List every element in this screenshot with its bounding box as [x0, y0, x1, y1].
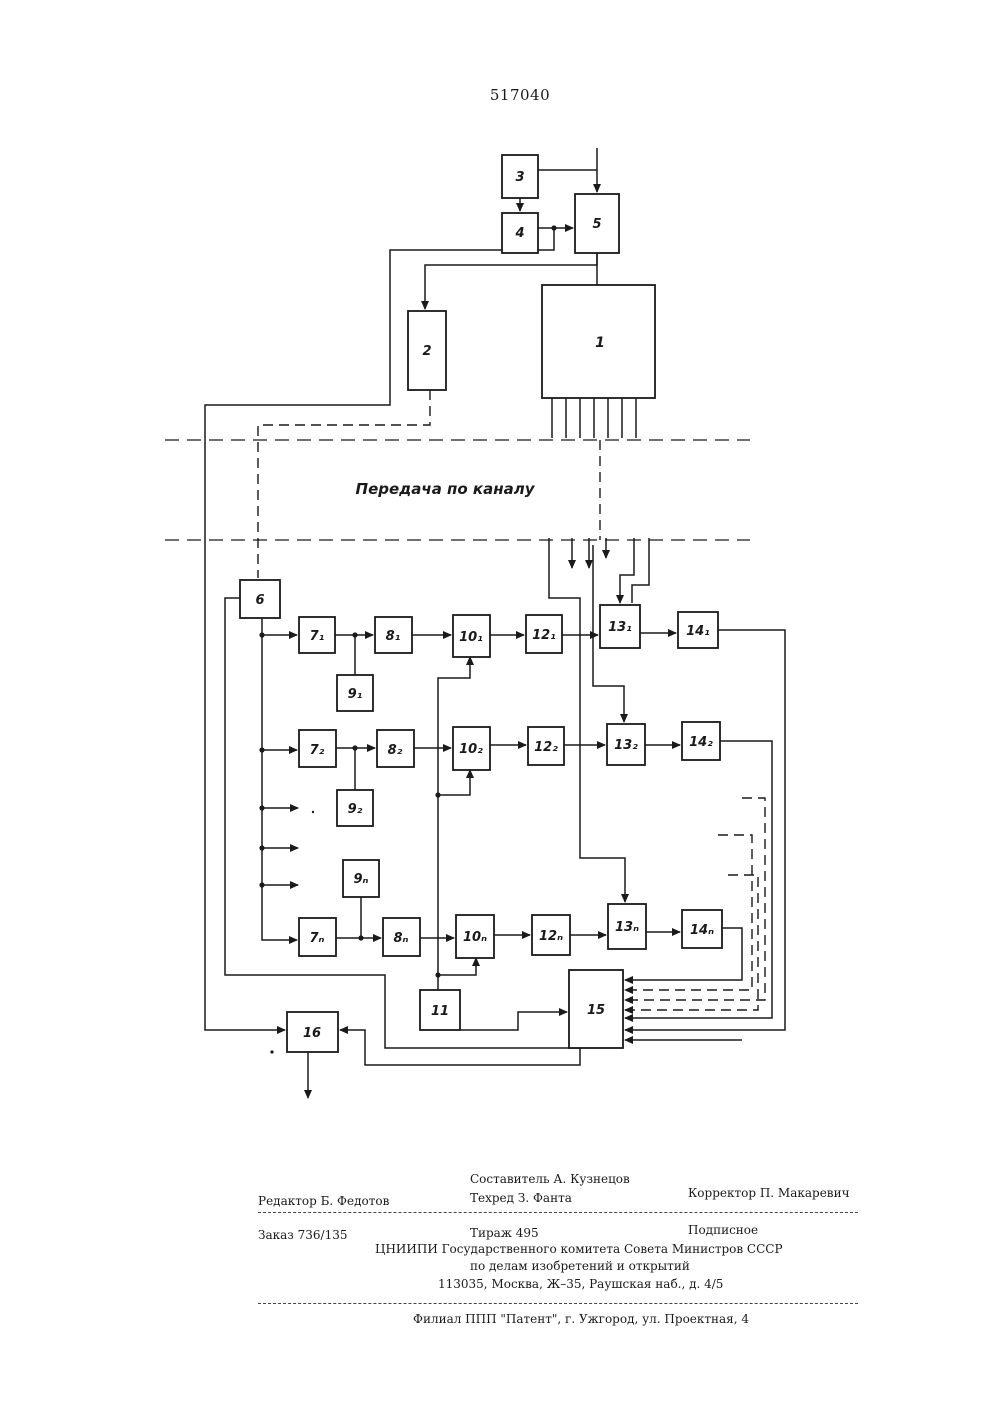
svg-text:15: 15 — [587, 1003, 605, 1018]
loop-6-15 — [225, 598, 580, 1048]
svg-text:8₁: 8₁ — [386, 629, 401, 644]
svg-text:11: 11 — [431, 1004, 449, 1019]
block-13-1: 13₁ — [600, 605, 640, 648]
footer-order: Заказ 736/135 — [258, 1228, 348, 1242]
block-9-n: 9ₙ — [343, 860, 379, 897]
block-3: 3 — [502, 155, 538, 198]
block-10-2: 10₂ — [453, 727, 490, 770]
svg-text:9ₙ: 9ₙ — [354, 872, 369, 887]
svg-text:8ₙ: 8ₙ — [394, 931, 409, 946]
svg-text:13₂: 13₂ — [614, 738, 638, 753]
footer-circulation: Тираж 495 — [470, 1226, 539, 1240]
block-5: 5 — [575, 194, 619, 253]
block-15: 15 — [569, 970, 623, 1048]
block-2: 2 — [408, 311, 446, 390]
svg-text:8₂: 8₂ — [388, 743, 403, 758]
svg-text:10₂: 10₂ — [459, 742, 483, 757]
footer-editor: Редактор Б. Федотов — [258, 1194, 389, 1208]
svg-text:2: 2 — [422, 344, 431, 359]
block-13-2: 13₂ — [607, 724, 645, 765]
footer-compiler: Составитель А. Кузнецов — [470, 1172, 630, 1186]
svg-text:4: 4 — [514, 226, 524, 241]
footer-techred: Техред З. Фанта — [470, 1191, 572, 1205]
svg-text:7₂: 7₂ — [310, 743, 325, 758]
svg-text:9₁: 9₁ — [348, 687, 363, 702]
block-7-1: 7₁ — [299, 617, 335, 653]
svg-text:6: 6 — [255, 593, 264, 608]
svg-text:12₁: 12₁ — [532, 628, 556, 643]
block-8-n: 8ₙ — [383, 918, 420, 956]
block-10-1: 10₁ — [453, 615, 490, 657]
channel-label: Передача по каналу — [356, 480, 536, 498]
block-16: 16 — [287, 1012, 338, 1052]
block-13-n: 13ₙ — [608, 904, 646, 949]
footer-org-line3: 113035, Москва, Ж–35, Раушская наб., д. … — [438, 1277, 723, 1291]
block-8-2: 8₂ — [377, 730, 414, 767]
svg-text:3: 3 — [515, 170, 524, 185]
svg-text:13₁: 13₁ — [608, 620, 632, 635]
block-4: 4 — [502, 213, 538, 253]
block-7-2: 7₂ — [299, 730, 336, 767]
block-14-2: 14₂ — [682, 722, 720, 760]
footer-org-line2: по делам изобретений и открытий — [470, 1259, 690, 1273]
footer-corrector: Корректор П. Макаревич — [688, 1186, 850, 1200]
svg-text:14ₙ: 14ₙ — [690, 923, 714, 938]
svg-text:9₂: 9₂ — [348, 802, 363, 817]
svg-text:10₁: 10₁ — [459, 630, 483, 645]
block-12-1: 12₁ — [526, 615, 562, 653]
svg-text:7ₙ: 7ₙ — [310, 931, 325, 946]
block-11: 11 — [420, 990, 460, 1030]
block-10-n: 10ₙ — [456, 915, 494, 958]
svg-text:14₁: 14₁ — [686, 624, 710, 639]
block-12-n: 12ₙ — [532, 915, 570, 955]
block-1: 1 — [542, 285, 655, 398]
outputs-1 — [552, 398, 636, 438]
svg-text:16: 16 — [303, 1026, 321, 1041]
svg-text:7₁: 7₁ — [310, 629, 325, 644]
svg-text:12ₙ: 12ₙ — [539, 929, 563, 944]
block-9-1: 9₁ — [337, 675, 373, 711]
footer-subscription: Подписное — [688, 1223, 758, 1237]
bus-6 — [262, 618, 297, 940]
footer-org-line1: ЦНИИПИ Государственного комитета Совета … — [375, 1242, 783, 1256]
footer-rule-1 — [258, 1212, 858, 1213]
block-9-2: 9₂ — [337, 790, 373, 826]
svg-text:14₂: 14₂ — [689, 735, 713, 750]
svg-text:5: 5 — [592, 217, 601, 232]
svg-text:12₂: 12₂ — [534, 740, 558, 755]
footer-rule-2 — [258, 1303, 858, 1304]
block-7-n: 7ₙ — [299, 918, 336, 956]
svg-text:10ₙ: 10ₙ — [463, 930, 487, 945]
svg-text:13ₙ: 13ₙ — [615, 920, 639, 935]
block-12-2: 12₂ — [528, 727, 564, 765]
wire-to-13n — [549, 538, 625, 902]
svg-text:1: 1 — [595, 335, 605, 351]
block-14-n: 14ₙ — [682, 910, 722, 948]
block-6: 6 — [240, 580, 280, 618]
block-8-1: 8₁ — [375, 617, 412, 653]
footer-branch: Филиал ППП "Патент", г. Ужгород, ул. Про… — [413, 1312, 749, 1326]
block-14-1: 14₁ — [678, 612, 718, 648]
